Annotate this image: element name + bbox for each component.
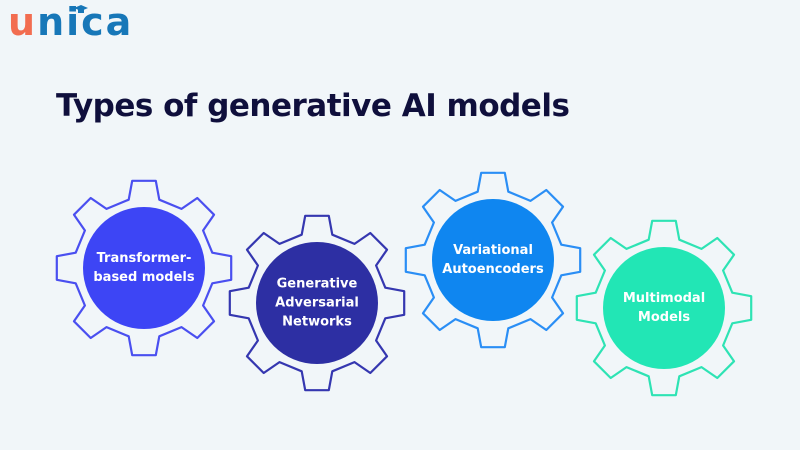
gear-outline-icon (55, 179, 233, 357)
gear-outline-icon (228, 214, 406, 392)
gear-outline-icon (404, 171, 582, 349)
gear-label-line: Multimodal (622, 291, 706, 306)
gear-label-line: Autoencoders (442, 262, 544, 277)
gear-2 (228, 214, 406, 392)
gear-4 (575, 219, 753, 397)
gear-label-line: Generative (276, 276, 358, 292)
gear-outline-icon (575, 219, 753, 397)
gear-center-circle (603, 247, 725, 369)
gear-label-line: Transformer- (96, 251, 192, 266)
gear-1 (55, 179, 233, 357)
gear-center-circle (432, 199, 554, 321)
page-title: Types of generative AI models (56, 88, 570, 124)
gear-label-line: Networks (282, 314, 352, 330)
logo-letter-u: u (8, 0, 38, 44)
gear-label-line: Adversarial (275, 295, 359, 311)
gear-3 (404, 171, 582, 349)
gear-label-line: Models (637, 310, 691, 325)
gear-label-line: Variational (453, 243, 533, 258)
graduation-cap-icon (74, 5, 89, 13)
gear-center-circle (83, 207, 205, 329)
gear-label-1: Transformer-based models (84, 249, 204, 287)
gear-center-circle (256, 242, 378, 364)
logo-text-nica: nica (37, 2, 133, 42)
gear-label-line: based models (93, 270, 195, 285)
